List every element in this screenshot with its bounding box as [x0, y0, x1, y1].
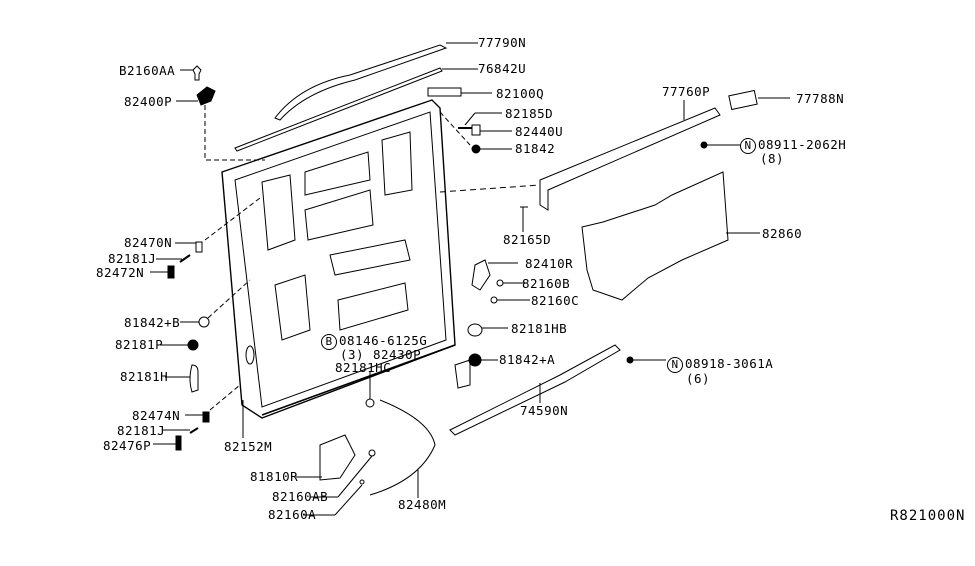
- label-82472n[interactable]: 82472N: [96, 265, 145, 280]
- part-number: 08918-3061A: [685, 356, 774, 371]
- label-82152m[interactable]: 82152M: [224, 439, 273, 454]
- label-82400p[interactable]: 82400P: [124, 94, 173, 109]
- label-82430p[interactable]: 82430P: [373, 347, 422, 362]
- label-82100q[interactable]: 82100Q: [496, 86, 545, 101]
- weatherstrip-77790n: [275, 45, 446, 120]
- label-82476p[interactable]: 82476P: [103, 438, 152, 453]
- label-82860[interactable]: 82860: [762, 226, 803, 241]
- part-77788n: [729, 90, 757, 109]
- part-77760p: [540, 108, 720, 210]
- label-81810r[interactable]: 81810R: [250, 469, 299, 484]
- strip-76842u: [235, 68, 442, 151]
- label-82480m[interactable]: 82480M: [398, 497, 447, 512]
- label-82160ab[interactable]: 82160AB: [272, 489, 329, 504]
- label-82181h[interactable]: 82181H: [120, 369, 169, 384]
- part-number: 08911-2062H: [758, 137, 847, 152]
- label-77788n[interactable]: 77788N: [796, 91, 845, 106]
- part-number: 08146-6125G: [339, 333, 428, 348]
- label-82160a[interactable]: 82160A: [268, 507, 317, 522]
- qty-08146-6125g: (3): [340, 347, 365, 362]
- label-81842[interactable]: 81842: [515, 141, 556, 156]
- label-82410r[interactable]: 82410R: [525, 256, 574, 271]
- label-82160b[interactable]: 82160B: [522, 276, 571, 291]
- label-82181j-lower[interactable]: 82181J: [117, 423, 166, 438]
- qty-08911-2062h: (8): [760, 151, 785, 166]
- label-82160c[interactable]: 82160C: [531, 293, 580, 308]
- label-74590n[interactable]: 74590N: [520, 403, 569, 418]
- label-82181hb[interactable]: 82181HB: [511, 321, 568, 336]
- label-82470n[interactable]: 82470N: [124, 235, 173, 250]
- label-81842-a[interactable]: 81842+A: [499, 352, 556, 367]
- label-82181p[interactable]: 82181P: [115, 337, 164, 352]
- part-82860: [582, 172, 728, 300]
- label-81842-b[interactable]: 81842+B: [124, 315, 181, 330]
- label-77790n[interactable]: 77790N: [478, 35, 527, 50]
- b-circle-icon: B: [321, 334, 337, 350]
- qty-08918-3061a: (6): [686, 371, 711, 386]
- reference-code: R821000N: [890, 508, 966, 524]
- label-82440u[interactable]: 82440U: [515, 124, 564, 139]
- label-82165d[interactable]: 82165D: [503, 232, 552, 247]
- label-82181hc[interactable]: 82181HC: [335, 360, 392, 375]
- label-76842u[interactable]: 76842U: [478, 61, 527, 76]
- part-82100q: [428, 88, 461, 96]
- part-81810r: [320, 435, 355, 480]
- part-74590n: [450, 345, 620, 435]
- label-82185d[interactable]: 82185D: [505, 106, 554, 121]
- n-circle-icon: N: [740, 138, 756, 154]
- label-82181j[interactable]: 82181J: [108, 251, 157, 266]
- n-circle-icon: N: [667, 357, 683, 373]
- label-77760p[interactable]: 77760P: [662, 84, 711, 99]
- label-b2160aa[interactable]: B2160AA: [119, 63, 176, 78]
- label-82474n[interactable]: 82474N: [132, 408, 181, 423]
